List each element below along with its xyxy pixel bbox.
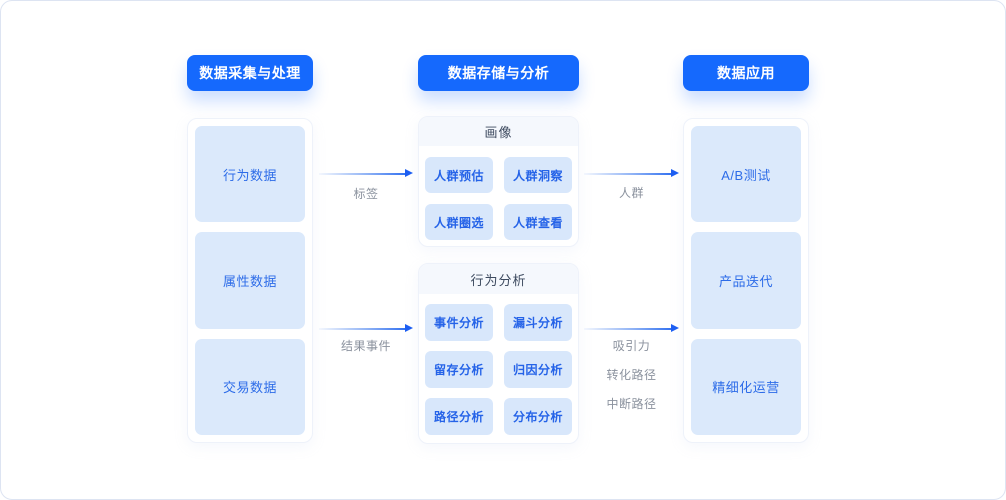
stage-header-data-storage-analysis: 数据存储与分析 [418, 55, 579, 91]
card-portrait: 画像 人群预估 人群洞察 人群圈选 人群查看 [418, 116, 579, 247]
arrow-label-conversion-path: 转化路径 [606, 368, 657, 382]
arrow-label-interruption-path: 中断路径 [606, 397, 657, 411]
chip-event-analysis: 事件分析 [425, 304, 493, 341]
arrow-label-result-events: 结果事件 [340, 339, 391, 353]
arrow-label-tags: 标签 [353, 187, 379, 201]
chip-path-analysis: 路径分析 [425, 398, 493, 435]
arrow-labels-paths: 吸引力 转化路径 中断路径 [584, 337, 679, 412]
card-portrait-title: 画像 [419, 117, 578, 146]
card-behavior-analysis-title: 行为分析 [419, 264, 578, 294]
chip-crowd-estimate: 人群预估 [425, 157, 493, 193]
card-behavior-analysis: 行为分析 事件分析 漏斗分析 留存分析 归因分析 路径分析 分布分析 [418, 263, 579, 444]
node-behavior-data: 行为数据 [195, 126, 305, 223]
node-transaction-data: 交易数据 [195, 338, 305, 435]
stage-header-data-application: 数据应用 [683, 55, 809, 91]
node-refined-operations: 精细化运营 [691, 338, 801, 435]
panel-data-sources: 行为数据 属性数据 交易数据 [187, 118, 313, 443]
node-attribute-data: 属性数据 [195, 232, 305, 329]
chip-crowd-view: 人群查看 [504, 204, 572, 240]
chip-distribution-analysis: 分布分析 [504, 398, 572, 435]
arrow-label-attraction: 吸引力 [612, 339, 651, 353]
chip-funnel-analysis: 漏斗分析 [504, 304, 572, 341]
card-behavior-analysis-chips: 事件分析 漏斗分析 留存分析 归因分析 路径分析 分布分析 [419, 294, 578, 443]
node-ab-testing: A/B测试 [691, 126, 801, 223]
arrow-tags-icon [319, 169, 413, 178]
chip-attribution-analysis: 归因分析 [504, 351, 572, 388]
arrow-paths-icon [584, 324, 679, 333]
arrow-result-events-icon [319, 324, 413, 333]
panel-data-applications: A/B测试 产品迭代 精细化运营 [683, 118, 809, 443]
arrow-label-crowd: 人群 [618, 186, 644, 200]
chip-crowd-select: 人群圈选 [425, 204, 493, 240]
node-product-iteration: 产品迭代 [691, 232, 801, 329]
chip-crowd-insight: 人群洞察 [504, 157, 572, 193]
arrow-crowd-icon [584, 169, 679, 178]
chip-retention-analysis: 留存分析 [425, 351, 493, 388]
stage-header-data-collection: 数据采集与处理 [187, 55, 313, 91]
card-portrait-chips: 人群预估 人群洞察 人群圈选 人群查看 [419, 146, 578, 246]
